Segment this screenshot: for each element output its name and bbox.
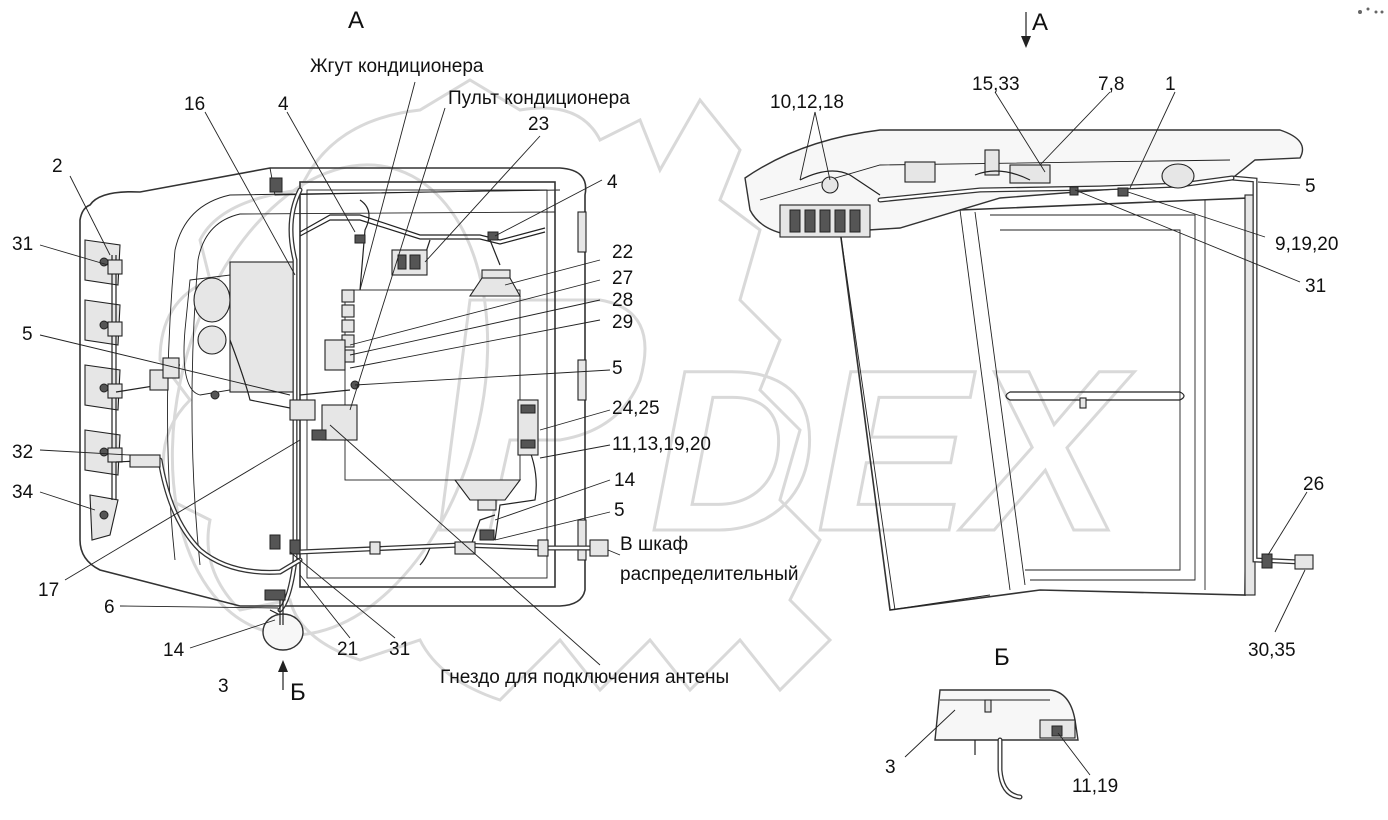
- pos-15-33: 15,33: [972, 74, 1020, 95]
- label-ac-panel: Пульт кондиционера: [448, 88, 630, 109]
- pos-31-bottom: 31: [389, 639, 410, 660]
- labels: А А Б Б Жгут кондиционера Пульт кондицио…: [12, 7, 1338, 797]
- clamps: [264, 231, 609, 601]
- pos-5-low: 5: [614, 500, 625, 521]
- ac-module-front: [779, 161, 936, 238]
- corner-mark: [1358, 7, 1384, 14]
- roof-inner-curve: [167, 189, 561, 561]
- watermark-p-shape: [438, 298, 647, 532]
- harness-cables: [157, 187, 603, 621]
- pos-31-right: 31: [1305, 276, 1326, 297]
- side-view-cabin: [744, 12, 1314, 611]
- roof-inner-curve-2: [191, 211, 556, 566]
- pos-27: 27: [612, 268, 633, 289]
- pos-32: 32: [12, 442, 33, 463]
- roof-outline: [79, 167, 587, 607]
- pos-31-left: 31: [12, 234, 33, 255]
- relay-block: [517, 399, 539, 456]
- pos-5-right: 5: [1305, 176, 1316, 197]
- pos-30-35: 30,35: [1248, 640, 1296, 661]
- antenna-dome: [262, 600, 304, 690]
- speakers: [453, 269, 522, 511]
- detail-b: [934, 689, 1079, 800]
- pos-3-detail: 3: [885, 757, 896, 778]
- watermark-gear-outline: [158, 78, 833, 702]
- pos-5-left: 5: [22, 324, 33, 345]
- pos-29: 29: [612, 312, 633, 333]
- pos-3-left: 3: [218, 676, 229, 697]
- pos-1: 1: [1165, 74, 1176, 95]
- label-antenna-socket: Гнездо для подключения антены: [440, 667, 729, 688]
- inner-panel: [344, 289, 521, 481]
- switch-column: [289, 289, 360, 441]
- pos-5-mid: 5: [612, 358, 623, 379]
- pos-7-8: 7,8: [1098, 74, 1124, 95]
- pos-24-25: 24,25: [612, 398, 660, 419]
- view-a-title: А: [348, 7, 364, 34]
- label-to-cabinet-1: В шкаф: [620, 534, 688, 555]
- pos-2: 2: [52, 156, 63, 177]
- inner-frame: [299, 181, 556, 588]
- detail-b-arrow-label: Б: [290, 679, 306, 706]
- view-a-arrow-label: А: [1032, 9, 1048, 36]
- pos-4-right: 4: [607, 172, 618, 193]
- ac-unit: [183, 261, 296, 400]
- top-view-cabin: [79, 167, 609, 690]
- pos-6: 6: [104, 597, 115, 618]
- pos-34: 34: [12, 482, 34, 503]
- pos-11-13-19-20: 11,13,19,20: [612, 434, 711, 455]
- detail-b-title: Б: [994, 644, 1010, 671]
- pos-10-12-18: 10,12,18: [770, 92, 844, 113]
- pos-23: 23: [528, 114, 549, 135]
- lamp-column: [84, 239, 180, 541]
- watermark-o-shape: [170, 163, 490, 637]
- inner-frame-2: [306, 189, 548, 579]
- pos-17: 17: [38, 580, 59, 601]
- pos-28: 28: [612, 290, 633, 311]
- pos-9-19-20: 9,19,20: [1275, 234, 1338, 255]
- pos-22: 22: [612, 242, 633, 263]
- pos-26: 26: [1303, 474, 1324, 495]
- label-to-cabinet-2: распределительный: [620, 564, 799, 585]
- pos-11-19: 11,19: [1072, 776, 1118, 797]
- pos-14-left: 14: [163, 640, 185, 661]
- pos-21: 21: [337, 639, 358, 660]
- watermark-text: DEX: [650, 322, 1135, 579]
- pos-4-top: 4: [278, 94, 289, 115]
- label-harness: Жгут кондиционера: [310, 56, 484, 77]
- watermark: DEX: [158, 78, 1136, 702]
- pos-16: 16: [184, 94, 205, 115]
- ac-remote: [391, 249, 428, 276]
- pos-14-right: 14: [614, 470, 636, 491]
- leader-lines: [39, 81, 1308, 776]
